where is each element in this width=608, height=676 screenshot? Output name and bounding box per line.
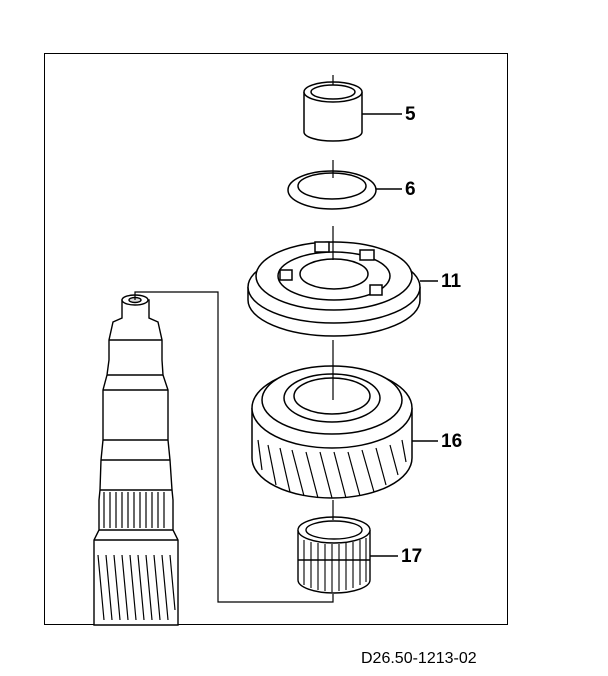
snap-ring (287, 170, 377, 210)
needle-bearing (297, 516, 371, 594)
helical-gear (251, 365, 413, 499)
callout-label-16: 16 (441, 431, 463, 452)
figure-reference-code: D26.50-1213-02 (361, 650, 477, 667)
callout-leaders (362, 113, 438, 557)
callout-label-5: 5 (405, 104, 416, 125)
callout-label-6: 6 (405, 179, 416, 200)
assembly-path-line (134, 291, 334, 603)
diagram-frame (44, 53, 508, 625)
synchronizer-ring (247, 241, 421, 337)
spacer-sleeve (303, 81, 363, 142)
callout-label-17: 17 (401, 546, 423, 567)
main-shaft (93, 294, 179, 626)
callout-label-11: 11 (441, 271, 462, 292)
